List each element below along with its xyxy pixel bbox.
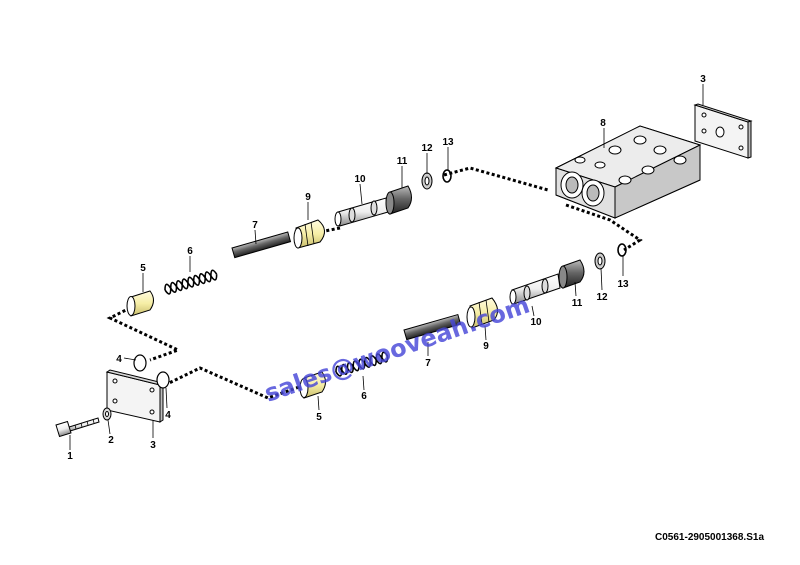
callout-12-lower: 12 bbox=[596, 292, 608, 303]
callout-13-upper: 13 bbox=[442, 137, 454, 148]
drawing-code: C0561-2905001368.S1a bbox=[655, 532, 764, 543]
callout-9-upper: 9 bbox=[305, 192, 311, 203]
callout-10-upper: 10 bbox=[354, 174, 366, 185]
callout-3-upper: 3 bbox=[700, 74, 706, 85]
part-4-o-ring-top bbox=[133, 354, 147, 372]
callout-11-upper: 11 bbox=[397, 156, 408, 167]
lower-row-parts bbox=[299, 243, 627, 399]
callout-1: 1 bbox=[67, 451, 73, 462]
part-4-o-ring-bottom bbox=[156, 371, 170, 389]
part-9-spring-plug-upper bbox=[293, 219, 325, 249]
part-5-sleeve-upper bbox=[126, 290, 154, 317]
callout-11-lower: 11 bbox=[572, 298, 583, 309]
part-7-fine-spring-upper bbox=[231, 231, 292, 259]
callout-2: 2 bbox=[108, 435, 114, 446]
valve-body-housing bbox=[554, 125, 702, 219]
part-7-fine-spring-lower bbox=[403, 313, 462, 341]
watermark-text: sales@wooveah.com bbox=[261, 291, 533, 408]
part-2-washer bbox=[102, 407, 112, 421]
upper-row-parts bbox=[126, 169, 452, 317]
callout-5-lower: 5 bbox=[316, 412, 322, 423]
part-11-bushing-upper bbox=[385, 185, 412, 215]
callout-10-lower: 10 bbox=[530, 317, 542, 328]
callout-7-lower: 7 bbox=[425, 358, 431, 369]
callout-7-upper: 7 bbox=[252, 220, 258, 231]
part-1-bolt bbox=[55, 417, 100, 438]
callout-leaders bbox=[69, 84, 704, 450]
part-11-bushing-lower bbox=[558, 259, 585, 289]
callout-4-bottom: 4 bbox=[165, 410, 171, 421]
part-9-spring-plug-lower bbox=[466, 297, 498, 329]
part-5-sleeve-lower bbox=[299, 371, 326, 399]
callout-labels: 3 8 13 12 11 10 9 7 6 5 13 12 11 10 9 7 … bbox=[67, 74, 706, 462]
part-12-washer-upper bbox=[421, 172, 433, 190]
callout-3-lower: 3 bbox=[150, 440, 156, 451]
callout-6-upper: 6 bbox=[187, 246, 193, 257]
callout-8: 8 bbox=[600, 118, 606, 129]
part-12-washer-lower bbox=[594, 252, 606, 270]
callout-12-upper: 12 bbox=[421, 143, 433, 154]
callout-13-lower: 13 bbox=[617, 279, 629, 290]
part-3-end-cover bbox=[105, 369, 165, 423]
callout-9-lower: 9 bbox=[483, 341, 489, 352]
callout-4-top: 4 bbox=[116, 354, 122, 365]
part-13-circlip-lower bbox=[617, 243, 627, 257]
end-cover-assembly bbox=[55, 354, 170, 438]
part-6-spring-lower bbox=[335, 351, 389, 377]
callout-5-upper: 5 bbox=[140, 263, 146, 274]
cover-plate-upper-right bbox=[693, 103, 753, 159]
part-10-spool-lower bbox=[509, 273, 561, 305]
part-13-circlip-upper bbox=[442, 169, 452, 183]
part-6-spring-upper bbox=[164, 269, 218, 295]
callout-6-lower: 6 bbox=[361, 391, 367, 402]
